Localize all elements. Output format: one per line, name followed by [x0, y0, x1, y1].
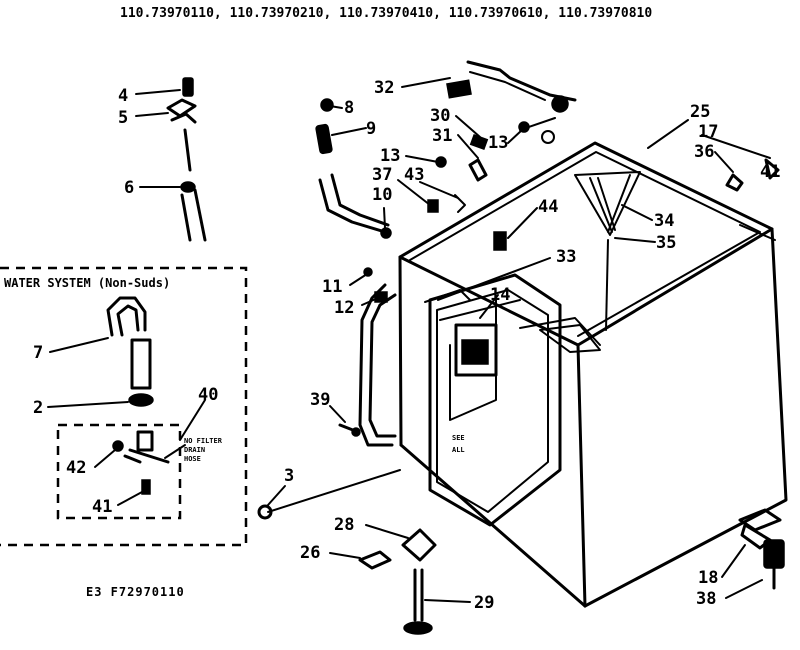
panel-marking: SEE — [452, 434, 465, 442]
callout-18: 18 — [698, 568, 718, 588]
callout-36: 36 — [694, 142, 714, 162]
callout-41: 41 — [92, 497, 112, 517]
callout-40: 40 — [198, 385, 218, 405]
inset-note: NO FILTER — [184, 437, 223, 445]
callout-10: 10 — [372, 185, 392, 205]
callout-30: 30 — [430, 106, 450, 126]
callout-2: 2 — [33, 398, 43, 418]
callout-39: 39 — [310, 390, 330, 410]
callout-42: 42 — [66, 458, 86, 478]
inset-water-system: WATER SYSTEM (Non-Suds) NO FILTER DRAIN … — [0, 266, 248, 547]
callout-37: 37 — [372, 165, 392, 185]
callout-17: 17 — [698, 122, 718, 142]
callout-28: 28 — [334, 515, 354, 535]
callout-13: 13 — [380, 146, 400, 166]
inset-note: HOSE — [184, 455, 201, 463]
callout-26: 26 — [300, 543, 320, 563]
model-number-line: 110.73970110, 110.73970210, 110.73970410… — [120, 6, 652, 21]
inset-title: WATER SYSTEM (Non-Suds) — [4, 276, 170, 290]
callout-38: 38 — [696, 589, 716, 609]
callout-41-right: 41 — [760, 162, 780, 182]
callout-34: 34 — [654, 211, 674, 231]
callout-6: 6 — [124, 178, 134, 198]
callout-11: 11 — [322, 277, 342, 297]
callout-43: 43 — [404, 165, 424, 185]
callout-9: 9 — [366, 119, 376, 139]
callout-29: 29 — [474, 593, 494, 613]
leader-lines — [47, 77, 771, 603]
inset-note: DRAIN — [184, 446, 205, 454]
callout-32: 32 — [374, 78, 394, 98]
filler-parts-drawing — [166, 77, 207, 242]
panel-marking: ALL — [452, 446, 465, 454]
callout-12: 12 — [334, 298, 354, 318]
hose-drawing — [257, 60, 785, 635]
callouts: 4 5 6 7 2 40 42 41 3 32 8 9 30 31 13 13 … — [33, 78, 780, 613]
drawing-code: E3 F72970110 — [86, 585, 185, 599]
callout-25: 25 — [690, 102, 710, 122]
callout-33: 33 — [556, 247, 576, 267]
callout-7: 7 — [33, 343, 43, 363]
callout-8: 8 — [344, 98, 354, 118]
callout-14: 14 — [490, 285, 510, 305]
callout-5: 5 — [118, 108, 128, 128]
callout-35: 35 — [656, 233, 676, 253]
callout-4: 4 — [118, 86, 128, 106]
callout-44: 44 — [538, 197, 558, 217]
callout-3: 3 — [284, 466, 294, 486]
callout-13: 13 — [488, 133, 508, 153]
callout-31: 31 — [432, 126, 452, 146]
